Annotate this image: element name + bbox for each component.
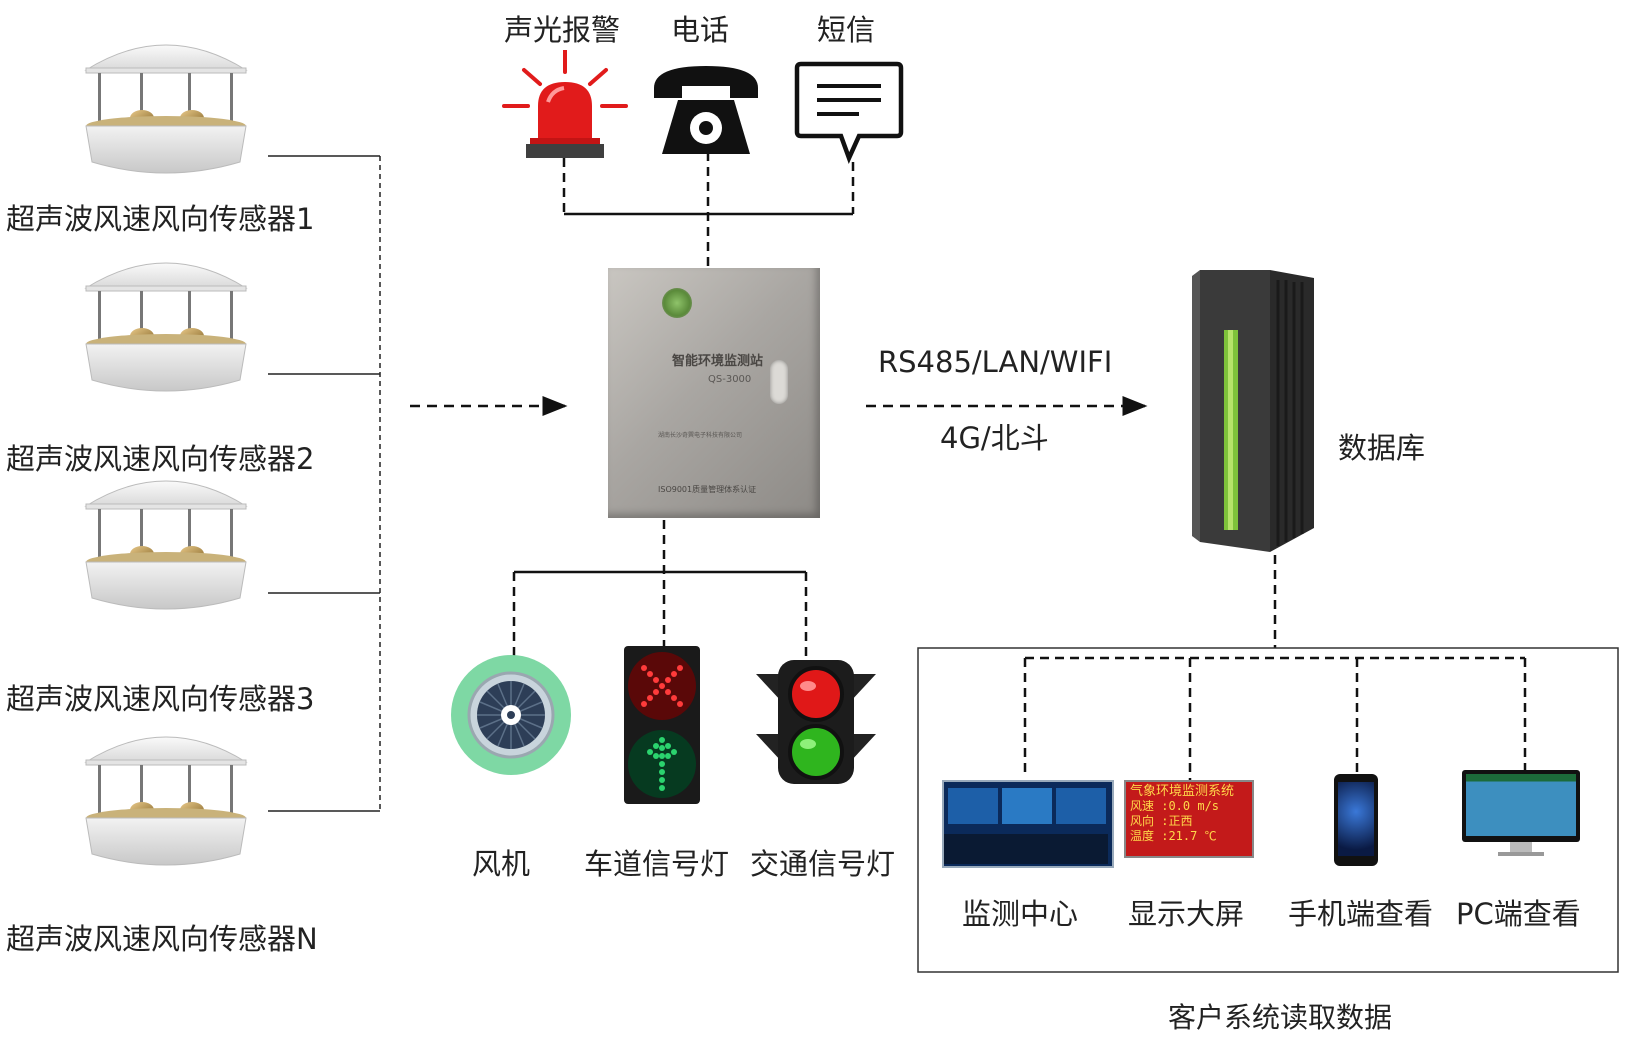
screen-panel: [1056, 788, 1106, 824]
panel-iso: ISO9001质量管理体系认证: [658, 485, 757, 494]
led-line-3: 温度 :21.7 ℃: [1130, 829, 1217, 843]
led-line-2: 风向 :正西: [1130, 814, 1193, 828]
traffic-light-icon: [752, 656, 880, 792]
sms-label: 短信: [817, 13, 876, 47]
lane-signal-label: 车道信号灯: [584, 847, 730, 881]
fan-icon: [450, 654, 572, 780]
anemometer-icon: [84, 44, 248, 174]
monitoring-station-box: 智能环境监测站 QS-3000 湖南长沙奇巽电子科技有限公司 ISO9001质量…: [608, 268, 820, 518]
panel-title: 智能环境监测站: [672, 354, 764, 369]
led-display-image: 气象环境监测系统 风速 :0.0 m/s 风向 :正西 温度 :21.7 ℃: [1124, 780, 1254, 858]
sensor-3: [80, 468, 252, 622]
smartphone-icon: [1334, 774, 1378, 866]
pc-monitor-icon: [1462, 770, 1584, 860]
mobile-label: 手机端查看: [1288, 897, 1434, 931]
sensor-n-label: 超声波风速风向传感器N: [6, 922, 318, 956]
anemometer-icon: [84, 480, 248, 610]
sensor-1: [80, 32, 252, 186]
monitor-center-label: 监测中心: [962, 897, 1079, 931]
led-title: 气象环境监测系统: [1130, 784, 1235, 799]
phone-label: 电话: [671, 13, 730, 47]
alarm-label: 声光报警: [504, 13, 621, 47]
anemometer-icon: [84, 262, 248, 392]
sensor-2: [80, 250, 252, 404]
phone-screen: [1338, 782, 1374, 856]
sensor-1-label: 超声波风速风向传感器1: [6, 202, 315, 236]
client-caption: 客户系统读取数据: [1168, 1001, 1393, 1034]
led-line-1: 风速 :0.0 m/s: [1130, 799, 1220, 813]
screen-panel: [948, 788, 998, 824]
big-screen-label: 显示大屏: [1128, 897, 1245, 931]
database-server-icon: [1186, 266, 1322, 560]
link-wireless-label: 4G/北斗: [940, 421, 1049, 455]
sensor-2-label: 超声波风速风向传感器2: [6, 442, 315, 476]
monitor-screen: [1466, 774, 1576, 836]
alarm-light-icon: [502, 48, 628, 164]
desk-row: [944, 834, 1108, 864]
sensor-3-label: 超声波风速风向传感器3: [6, 682, 315, 716]
lock-handle-icon: [770, 360, 788, 404]
panel-model: QS-3000: [708, 374, 752, 385]
link-protocol-label: RS485/LAN/WIFI: [878, 345, 1113, 379]
pc-label: PC端查看: [1456, 897, 1581, 931]
monitor-stand: [1510, 842, 1532, 852]
message-icon: [793, 58, 905, 170]
monitor-center-image: [942, 780, 1114, 868]
traffic-signal-label: 交通信号灯: [750, 847, 896, 881]
monitor-base: [1498, 852, 1544, 856]
screen-panel: [1002, 788, 1052, 824]
telephone-icon: [650, 58, 762, 162]
database-label: 数据库: [1338, 431, 1426, 465]
fan-label: 风机: [472, 847, 531, 881]
lane-signal-icon: [622, 644, 702, 810]
leaf-logo-icon: [662, 288, 692, 318]
panel-maker: 湖南长沙奇巽电子科技有限公司: [658, 432, 743, 439]
sensor-n: [80, 724, 252, 878]
anemometer-icon: [84, 736, 248, 866]
